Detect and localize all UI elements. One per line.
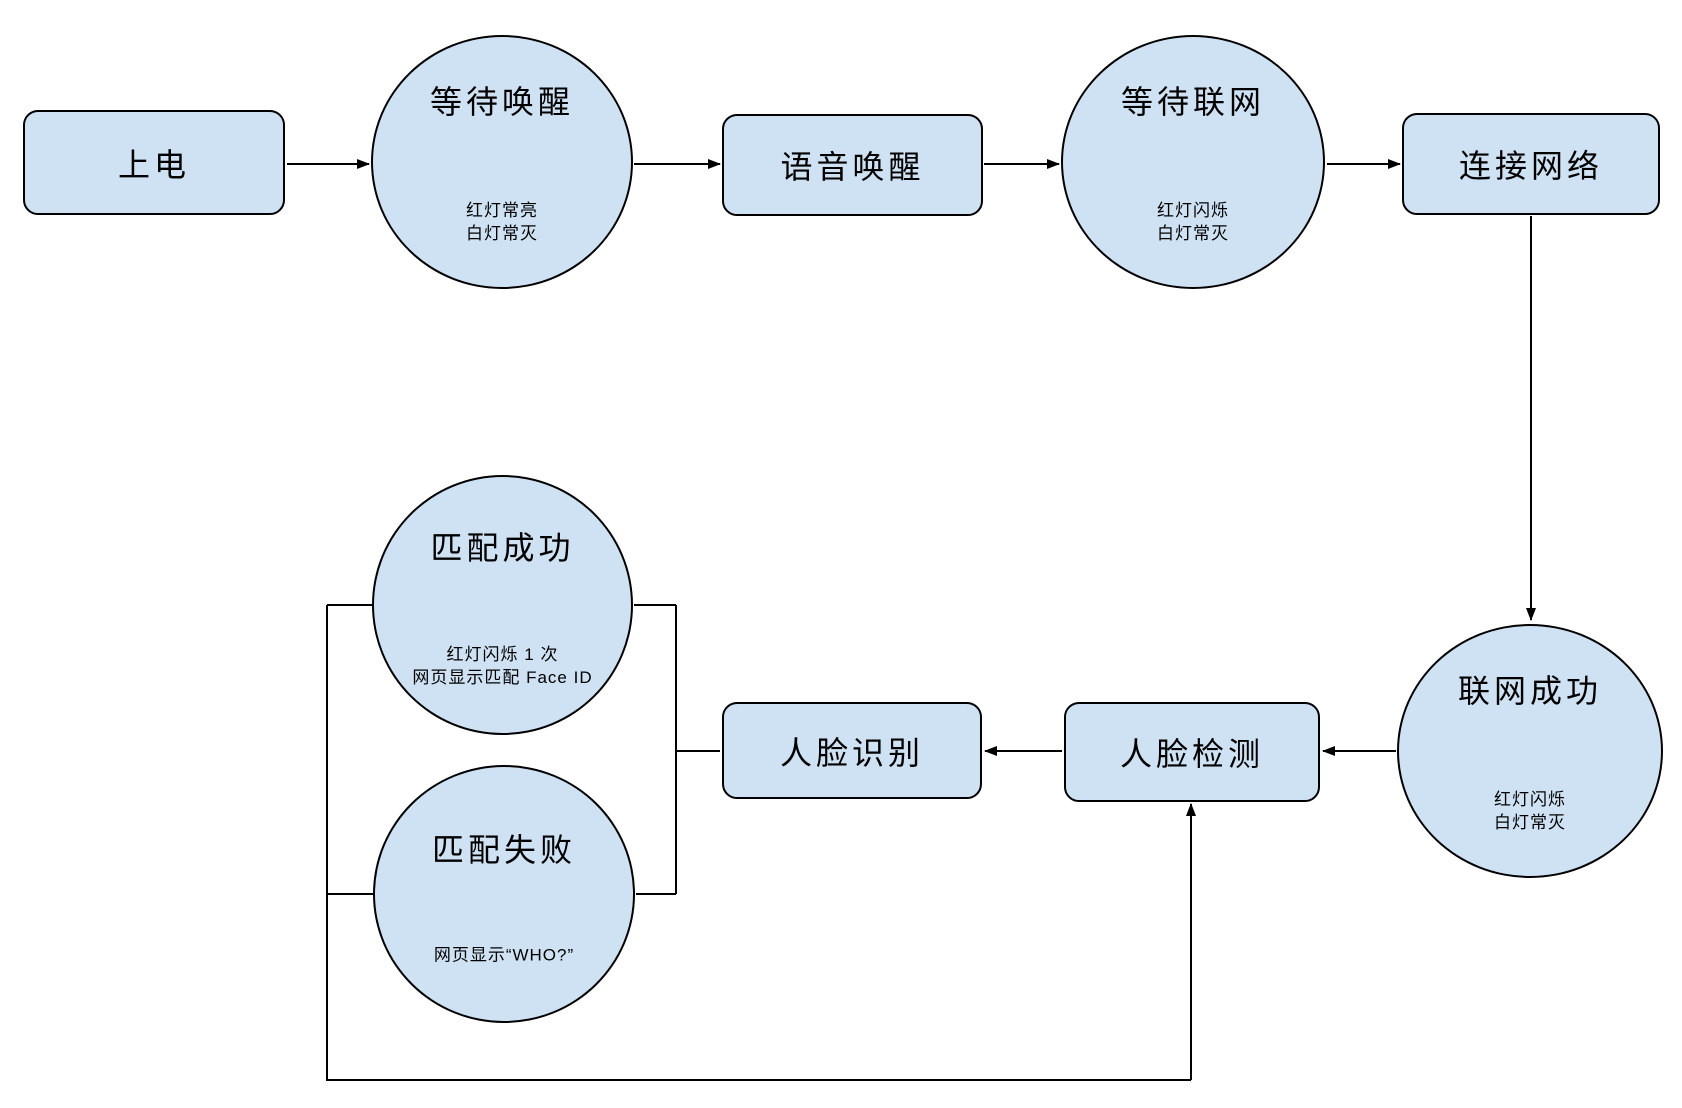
node-connect-network: 连接网络 [1402,113,1660,215]
node-match-success: 匹配成功 红灯闪烁 1 次 网页显示匹配 Face ID [372,475,633,735]
node-match-fail-subtext: 网页显示“WHO?” [433,945,575,965]
node-wait-network-subtext: 红灯闪烁 白灯常灭 [1157,201,1229,243]
node-face-recognize: 人脸识别 [722,702,982,799]
node-match-success-title: 匹配成功 [430,530,575,567]
node-wait-network: 等待联网 红灯闪烁 白灯常灭 [1061,35,1325,289]
node-network-success-subtext: 红灯闪烁 白灯常灭 [1494,790,1566,832]
node-network-success: 联网成功 红灯闪烁 白灯常灭 [1397,624,1663,878]
node-face-recognize-label: 人脸识别 [779,734,924,771]
node-voice-wake-label: 语音唤醒 [780,149,925,185]
connector-loop-path [326,605,1191,1081]
node-wait-wake: 等待唤醒 红灯常亮 白灯常灭 [371,35,633,289]
node-wait-wake-title: 等待唤醒 [429,83,574,120]
node-network-success-title: 联网成功 [1457,672,1602,709]
node-face-detect-label: 人脸检测 [1119,736,1264,772]
node-match-fail-title: 匹配失败 [431,832,576,869]
node-power-on-label: 上电 [117,146,190,183]
node-match-fail: 匹配失败 网页显示“WHO?” [373,765,635,1023]
node-wait-network-title: 等待联网 [1120,83,1265,120]
node-voice-wake: 语音唤醒 [722,114,983,216]
node-power-on: 上电 [23,110,285,215]
node-face-detect: 人脸检测 [1064,702,1320,802]
node-connect-network-label: 连接网络 [1458,148,1603,184]
node-match-success-subtext: 红灯闪烁 1 次 网页显示匹配 Face ID [412,645,593,688]
node-wait-wake-subtext: 红灯常亮 白灯常灭 [466,201,538,243]
